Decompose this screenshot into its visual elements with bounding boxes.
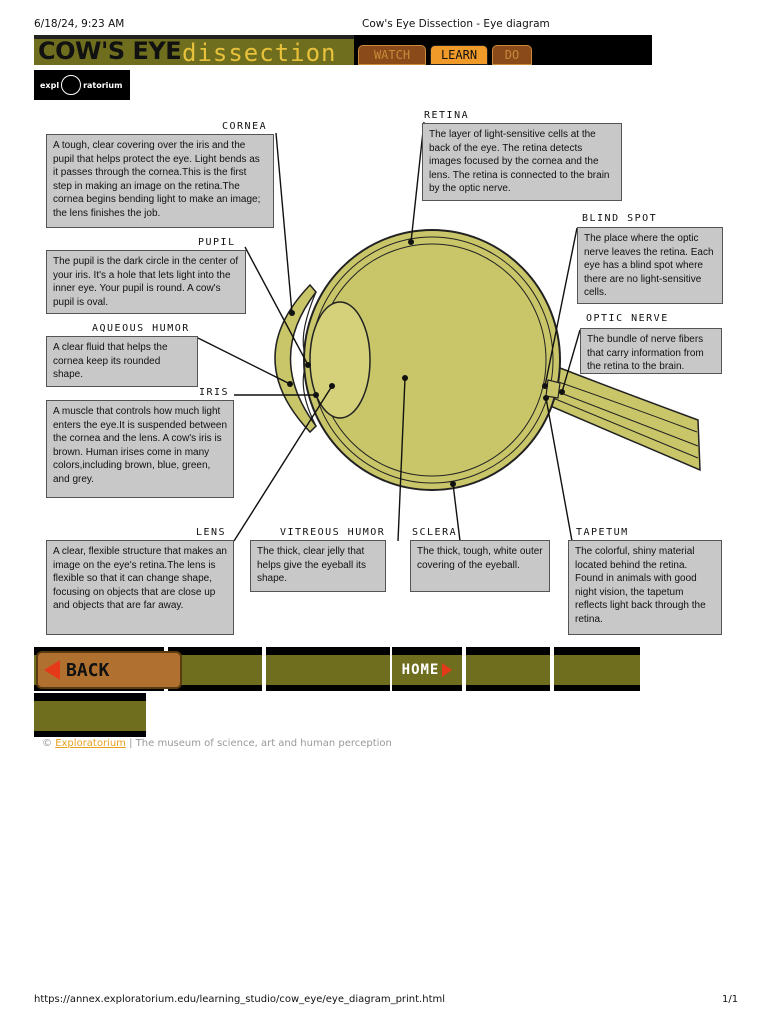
logo-ring-icon — [61, 75, 82, 95]
desc-cornea: A tough, clear covering over the iris an… — [46, 134, 274, 228]
home-button[interactable]: HOME — [392, 655, 462, 685]
desc-iris: A muscle that controls how much light en… — [46, 400, 234, 498]
desc-retina: The layer of light-sensitive cells at th… — [422, 123, 622, 201]
print-url: https://annex.exploratorium.edu/learning… — [34, 994, 446, 1005]
lens-shape — [309, 301, 371, 419]
desc-blind-spot: The place where the optic nerve leaves t… — [577, 227, 723, 304]
back-button-label: BACK — [66, 659, 110, 681]
nav-cell-5 — [466, 647, 550, 691]
leader-lines — [197, 121, 581, 542]
nav-cell-2 — [168, 647, 262, 691]
desc-aqueous-humor: A clear fluid that helps the cornea keep… — [46, 336, 198, 387]
nav-cell-6 — [554, 647, 640, 691]
logo-text-left: expl — [40, 80, 60, 90]
label-vitreous-humor: VITREOUS HUMOR — [280, 527, 386, 538]
label-cornea: CORNEA — [222, 121, 268, 132]
desc-lens: A clear, flexible structure that makes a… — [46, 540, 234, 635]
site-banner: COW'S EYE dissection WATCH LEARN DO — [34, 35, 652, 67]
logo-text-right: ratorium — [83, 80, 123, 90]
label-optic-nerve: OPTIC NERVE — [586, 313, 669, 324]
eyeball-sclera — [303, 229, 561, 491]
iris-upper — [302, 291, 317, 351]
optic-nerve-shape — [547, 367, 701, 472]
print-datetime: 6/18/24, 9:23 AM — [34, 18, 125, 30]
banner-title-light: dissection — [182, 39, 337, 67]
banner-title-bold: COW'S EYE — [38, 37, 182, 65]
home-arrow-icon — [442, 663, 453, 677]
label-tapetum: TAPETUM — [576, 527, 629, 538]
site-footer: © Exploratorium | The museum of science,… — [42, 738, 392, 749]
footer-separator: | — [129, 738, 133, 749]
blind-spot-shape — [545, 379, 561, 399]
leader-dots — [287, 239, 565, 487]
banner-title: COW'S EYE dissection — [34, 35, 354, 67]
exploratorium-link[interactable]: Exploratorium — [55, 738, 126, 749]
label-retina: RETINA — [424, 110, 470, 121]
label-lens: LENS — [196, 527, 227, 538]
print-page-number: 1/1 — [722, 994, 739, 1005]
home-button-label: HOME — [401, 662, 440, 678]
nav-cell-3 — [266, 647, 390, 691]
label-blind-spot: BLIND SPOT — [582, 213, 658, 224]
footer-tagline: The museum of science, art and human per… — [135, 738, 392, 749]
desc-tapetum: The colorful, shiny material located beh… — [568, 540, 722, 635]
desc-pupil: The pupil is the dark circle in the cent… — [46, 250, 246, 314]
back-arrow-icon — [44, 660, 60, 680]
label-pupil: PUPIL — [198, 237, 236, 248]
tab-learn[interactable]: LEARN — [430, 45, 488, 65]
back-button[interactable]: BACK — [36, 651, 182, 689]
desc-sclera: The thick, tough, white outer covering o… — [410, 540, 550, 592]
label-sclera: SCLERA — [412, 527, 458, 538]
copyright-symbol: © — [42, 738, 52, 749]
print-page-title: Cow's Eye Dissection - Eye diagram — [362, 18, 550, 30]
tab-do[interactable]: DO — [492, 45, 532, 65]
exploratorium-logo[interactable]: expl ratorium — [34, 70, 130, 100]
bottom-nav: BACK HOME — [34, 647, 640, 691]
desc-optic-nerve: The bundle of nerve fibers that carry in… — [580, 328, 722, 374]
iris-lower — [302, 371, 317, 427]
label-iris: IRIS — [199, 387, 230, 398]
label-aqueous-humor: AQUEOUS HUMOR — [92, 323, 190, 334]
tab-watch[interactable]: WATCH — [358, 45, 426, 65]
desc-vitreous-humor: The thick, clear jelly that helps give t… — [250, 540, 386, 592]
bottom-block — [34, 693, 146, 737]
